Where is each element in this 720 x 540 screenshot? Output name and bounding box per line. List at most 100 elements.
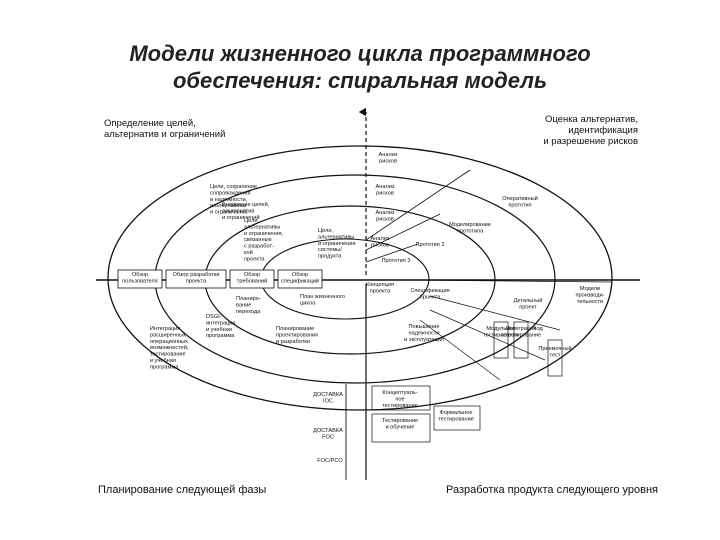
vertical-box-3 xyxy=(547,339,563,377)
quadrant-bottom-right: Разработка продукта следующего уровня xyxy=(446,485,658,496)
quadrant-tl-line-2: альтернатив и ограничений xyxy=(104,129,226,140)
diagram-label-line: производи- xyxy=(575,292,604,298)
diagram-label-line: тест xyxy=(550,352,561,358)
diagram-label-line: Прототип 3 xyxy=(382,258,411,264)
quadrant-tr-line-2: идентификация xyxy=(568,125,638,136)
diagram-label-line: Цели, сохранение xyxy=(210,184,257,190)
diagram-label-line: ДОСТАВКА xyxy=(313,392,343,398)
diagram-label-line: вание xyxy=(236,302,251,308)
diagram-label-line: Интеграция xyxy=(150,326,180,332)
diagram-label-line: Обзор разработки xyxy=(173,272,220,278)
diagram-label-line: Прототип 2 xyxy=(416,242,445,248)
diagram-label-code: Код xyxy=(533,326,543,332)
diagram-label-line: рисков xyxy=(379,158,397,164)
diagram-label-line: тельности xyxy=(577,299,603,305)
divider-lr-3 xyxy=(429,309,546,361)
diagram-label-line: Спецификация xyxy=(410,288,449,294)
diagram-label-line: и ограничений xyxy=(222,214,260,221)
diagram-label-line: Концептуаль- xyxy=(382,390,417,396)
diagram-label-line: альтернативы xyxy=(318,234,354,240)
diagram-label-line: ное xyxy=(395,396,404,402)
diagram-label-line: Оперативный xyxy=(502,195,537,202)
diagram-label-line: и эксплуатация xyxy=(404,337,444,343)
diagram-label-line: проект xyxy=(519,304,537,310)
divider-lr-4 xyxy=(419,319,501,381)
quadrant-tr-line-1: Оценка альтернатив, xyxy=(544,114,638,125)
divider-lr-2 xyxy=(429,295,561,331)
vertical-box-1 xyxy=(493,321,509,359)
diagram-label-line: операционных xyxy=(150,339,188,345)
diagram-label-line: проекта xyxy=(370,288,391,294)
diagram-label-line: требований xyxy=(237,277,267,284)
review-box-2 xyxy=(165,269,227,289)
diagram-label-line: и разработки xyxy=(276,339,310,345)
diagram-label-line: пользователя xyxy=(122,278,157,284)
diagram-label-line: FOC/PCO xyxy=(317,458,343,464)
review-box-4 xyxy=(277,269,323,289)
diagram-label-line: тестирование xyxy=(438,416,474,422)
quadrant-br-line-1: Разработка продукта следующего уровня xyxy=(446,484,659,496)
diagram-label-line: с разработ- xyxy=(244,244,274,250)
diagram-label-line: проекта xyxy=(420,294,441,300)
diagram-label-line: рисков xyxy=(371,242,389,248)
diagram-label-line: и обучение xyxy=(385,424,414,430)
diagram-label-line: проекта xyxy=(186,278,207,284)
page-title: Модели жизненного цикла программного обе… xyxy=(0,40,720,94)
diagram-label-line: альтернативы xyxy=(210,203,246,209)
diagram-label-line: Анализ xyxy=(379,152,398,158)
diagram-label-line: сопровождения xyxy=(210,190,251,196)
diagram-label-line: и надежности, xyxy=(210,197,248,203)
quadrant-bottom-left: Планирование следующей фазы xyxy=(98,485,266,496)
diagram-label-line: рисков xyxy=(376,216,394,222)
diagram-label-line: Планиро- xyxy=(236,296,261,302)
diagram-label-line: тестирование xyxy=(150,352,186,358)
diagram-label-line: расширенных xyxy=(150,332,186,338)
stem-box-2 xyxy=(371,413,431,443)
diagram-label-prototype-2: Прототип 2 xyxy=(416,242,445,248)
diagram-label-line: спецификаций xyxy=(281,277,319,284)
diagram-label-line: проекта xyxy=(244,256,265,262)
diagram-label-line: Детальный xyxy=(514,297,543,304)
diagram-label-line: ДОСТАВКА xyxy=(313,428,343,434)
quadrant-tr-line-3: и разрешение рисков xyxy=(543,136,638,147)
diagram-label-line: Планирование xyxy=(276,326,314,332)
diagram-label-line: Цели, xyxy=(244,218,259,224)
diagram-label-line: связанные xyxy=(244,237,272,243)
diagram-label-line: Обзор xyxy=(132,272,148,278)
diagram-label-line: прототипа xyxy=(457,228,484,234)
title-line-1: Модели жизненного цикла программного xyxy=(129,41,591,66)
diagram-label-line: Моделирование xyxy=(449,222,491,228)
diagram-label-line: надежности xyxy=(409,330,440,336)
diagram-label-line: Обзор xyxy=(244,272,260,278)
vertical-box-2 xyxy=(513,321,529,359)
diagram-label-line: и ограничения xyxy=(210,210,248,216)
diagram-label-line: Код xyxy=(533,326,543,332)
diagram-label-line: тестирование xyxy=(382,403,418,409)
diagram-label-line: возможностей, xyxy=(150,344,189,351)
divider-lr-1 xyxy=(399,279,613,283)
stem-box-3 xyxy=(433,405,481,431)
divider-ur-1 xyxy=(365,169,471,241)
diagram-label-line: Повышение xyxy=(408,324,439,330)
diagram-label-line: Анализ xyxy=(376,210,395,216)
diagram-label-line: Концепция xyxy=(366,282,394,288)
diagram-label-line: Тестирование xyxy=(382,418,418,424)
